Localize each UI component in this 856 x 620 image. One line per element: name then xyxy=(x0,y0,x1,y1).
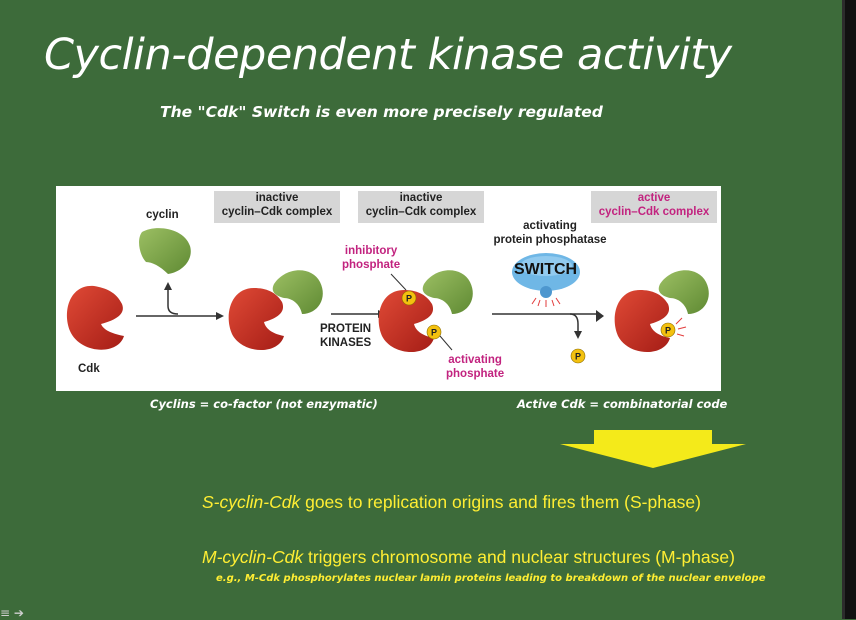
bullet-m-phase-em: M-cyclin-Cdk xyxy=(202,547,304,567)
label-inhibitory-line2: phosphate xyxy=(342,259,401,271)
bullet-m-phase-rest: triggers chromosome and nuclear structur… xyxy=(303,547,735,567)
label-inhibitory-line1: inhibitory xyxy=(344,245,398,257)
box-active-line1: active xyxy=(637,192,671,204)
cyclin-shape xyxy=(139,228,191,274)
window-edge xyxy=(842,0,856,619)
label-activating-phosphate-line1: activating xyxy=(448,354,502,366)
box-inactive-1-line2: cyclin–Cdk complex xyxy=(221,205,333,218)
cdk-shape xyxy=(378,290,434,353)
svg-text:P: P xyxy=(431,328,437,338)
bullet-m-phase-note: e.g., M-Cdk phosphorylates nuclear lamin… xyxy=(216,573,766,584)
label-phosphatase-line1: activating xyxy=(523,220,577,232)
cyclin-shape xyxy=(422,270,473,314)
caption-right: Active Cdk = combinatorial code xyxy=(517,397,728,411)
phosphate-icon xyxy=(426,324,442,340)
svg-text:P: P xyxy=(406,294,412,304)
slide-title: Cyclin-dependent kinase activity xyxy=(44,30,732,80)
caption-left: Cyclins = co-factor (not enzymatic) xyxy=(150,397,378,411)
figure-drawing: P P P P xyxy=(67,228,709,364)
svg-text:P: P xyxy=(575,352,581,362)
cdk-shape xyxy=(67,285,124,350)
phosphate-icon xyxy=(401,290,417,306)
cdk-switch-figure: P P P P cyclin Cdk inactive cyclin–Cdk xyxy=(56,186,721,391)
released-phosphate-icon xyxy=(570,348,586,364)
cyclin-shape xyxy=(272,270,323,314)
svg-text:P: P xyxy=(665,326,671,336)
slide-subtitle: The "Cdk" Switch is even more precisely … xyxy=(160,103,603,121)
label-phosphatase: activating protein phosphatase xyxy=(487,219,613,247)
bullet-s-phase: S-cyclin-Cdk goes to replication origins… xyxy=(202,492,701,513)
label-cyclin: cyclin xyxy=(146,209,179,221)
label-activating-phosphate: activating phosphate xyxy=(446,353,504,381)
cdk-shape xyxy=(228,288,284,351)
box-active-line2: cyclin–Cdk complex xyxy=(598,205,710,218)
cyclin-shape xyxy=(658,270,709,314)
box-inactive-1: inactive cyclin–Cdk complex xyxy=(214,191,340,223)
bullet-s-phase-em: S-cyclin-Cdk xyxy=(202,492,301,512)
box-inactive-2: inactive cyclin–Cdk complex xyxy=(358,191,484,223)
label-switch: SWITCH xyxy=(514,261,578,278)
phosphate-icon xyxy=(660,322,676,338)
label-protein-kinases-line2: KINASES xyxy=(320,337,372,349)
bullet-m-phase: M-cyclin-Cdk triggers chromosome and nuc… xyxy=(202,547,735,568)
label-protein-kinases-line1: PROTEIN xyxy=(320,323,372,335)
box-active: active cyclin–Cdk complex xyxy=(591,191,717,223)
label-phosphatase-line2: protein phosphatase xyxy=(493,234,607,246)
slide-nav-icon[interactable]: ≡ ➔ xyxy=(0,606,24,620)
box-inactive-1-line1: inactive xyxy=(255,192,299,204)
label-activating-phosphate-line2: phosphate xyxy=(446,368,505,380)
down-arrow-icon xyxy=(560,430,746,468)
label-inhibitory-phosphate: inhibitory phosphate xyxy=(342,244,400,272)
label-protein-kinases: PROTEIN KINASES xyxy=(320,322,371,350)
box-inactive-2-line1: inactive xyxy=(399,192,443,204)
cdk-shape xyxy=(614,290,670,353)
label-cdk: Cdk xyxy=(78,363,100,375)
bullet-s-phase-rest: goes to replication origins and fires th… xyxy=(300,492,701,512)
box-inactive-2-line2: cyclin–Cdk complex xyxy=(365,205,477,218)
